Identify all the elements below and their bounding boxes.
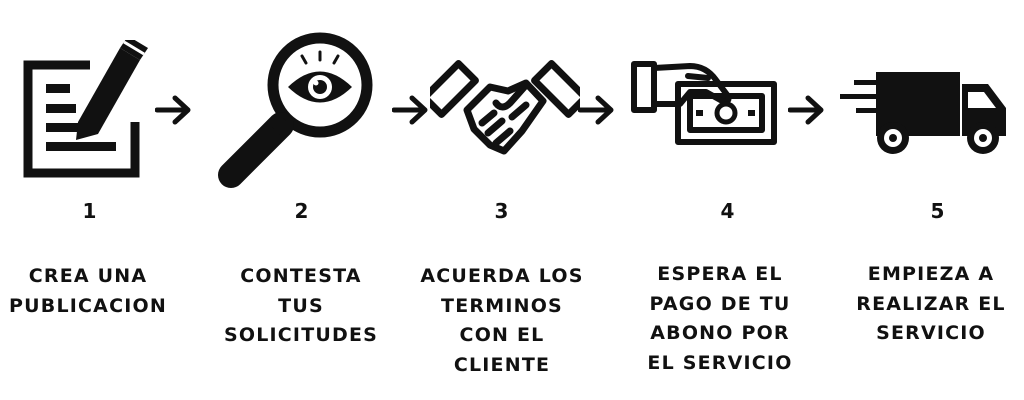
arrow-right-icon [788,95,824,125]
step-label-line: TERMINOS [441,294,563,317]
step-number: 4 [720,199,736,223]
step-number: 1 [82,199,98,223]
step-label-line: SOLICITUDES [223,324,379,346]
write-document-icon [23,40,148,178]
step-label-line: PAGO DE TU [649,292,791,315]
step-number: 5 [930,199,946,223]
delivery-truck-icon [840,72,1006,154]
step-label: ESPERA EL PAGO DE TU ABONO POR EL SERVIC… [630,260,810,378]
arrow-right-icon [392,95,428,125]
hand-cash-payment-icon [631,61,777,145]
step-label-line: SERVICIO [876,322,986,344]
step-number: 2 [294,199,310,223]
step-label-line: PUBLICACION [9,294,167,317]
step-label-line: ACUERDA LOS [420,265,584,287]
step-label: CONTESTA TUS SOLICITUDES [210,262,392,351]
magnifying-glass-eye-icon [218,32,373,188]
step-label-line: ABONO POR [650,322,790,344]
step-label: CREA UNA PUBLICACION [0,262,176,321]
step-label: ACUERDA LOS TERMINOS CON EL CLIENTE [410,262,594,380]
step-number: 3 [494,199,510,223]
handshake-icon [430,60,580,155]
step-label: EMPIEZA A REALIZAR EL SERVICIO [840,260,1022,349]
arrow-right-icon [155,95,191,125]
step-label-line: CREA UNA [28,265,148,287]
step-label-line: EL SERVICIO [647,351,793,374]
step-label-line: ESPERA EL [657,263,783,285]
step-label-line: CONTESTA [240,265,362,287]
arrow-right-icon [578,95,614,125]
step-label-line: TUS [278,294,324,317]
step-label-line: CLIENTE [453,353,551,376]
step-label-line: REALIZAR EL [856,292,1006,315]
step-label-line: CON EL [459,324,545,346]
step-label-line: EMPIEZA A [867,263,995,285]
